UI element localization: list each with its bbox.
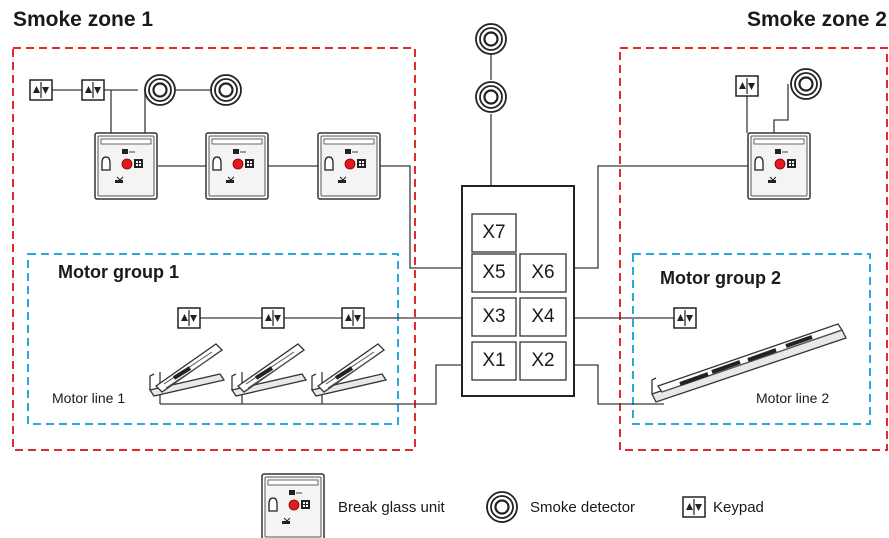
- port-label-x7: X7: [482, 222, 506, 243]
- port-label-x4: X4: [531, 306, 555, 327]
- smoke-detector-icon: [474, 22, 508, 56]
- port-x6: [519, 253, 567, 293]
- keypad-icon: [177, 307, 201, 329]
- keypad-icon: [673, 307, 697, 329]
- port-x3: [471, 297, 517, 337]
- legend-keypad: Keypad: [713, 499, 764, 516]
- window-motor-icon: [230, 342, 308, 398]
- break-glass-unit-icon: [317, 132, 381, 200]
- smoke-zone-2-border: [619, 47, 888, 451]
- legend-break-glass-unit: Break glass unit: [338, 499, 445, 516]
- break-glass-unit-icon: [205, 132, 269, 200]
- break-glass-unit-icon: [94, 132, 158, 200]
- port-x2: [519, 341, 567, 381]
- port-label-x5: X5: [482, 262, 506, 283]
- motor-group-2-title: Motor group 2: [660, 268, 781, 288]
- smoke-zone-1-border: [12, 47, 416, 451]
- smoke-detector-icon: [474, 80, 508, 114]
- port-label-x2: X2: [531, 350, 555, 371]
- break-glass-unit-icon: [261, 473, 325, 538]
- smoke-detector-icon: [143, 73, 177, 107]
- port-label-x6: X6: [531, 262, 555, 283]
- smoke-detector-icon: [209, 73, 243, 107]
- port-x4: [519, 297, 567, 337]
- break-glass-unit-icon: [747, 132, 811, 200]
- control-panel-ports: [471, 213, 567, 381]
- smoke-zone-1-title: Smoke zone 1: [13, 8, 154, 31]
- keypad-icon: [735, 75, 759, 97]
- keypad-icon: [682, 496, 706, 518]
- smoke-detector-icon: [485, 490, 519, 524]
- motor-group-1-border: [27, 253, 399, 425]
- keypad-icon: [29, 79, 53, 101]
- port-x5: [471, 253, 517, 293]
- window-motor-icon: [310, 342, 388, 398]
- motor-group-2-border: [632, 253, 871, 425]
- legend-smoke-detector: Smoke detector: [530, 499, 636, 516]
- port-x7: [471, 213, 517, 253]
- wiring: [52, 54, 789, 405]
- keypad-icon: [81, 79, 105, 101]
- port-x1: [471, 341, 517, 381]
- smoke-zone-2-title: Smoke zone 2: [746, 8, 887, 31]
- window-motor-icon: [651, 323, 847, 403]
- keypad-icon: [341, 307, 365, 329]
- port-label-x1: X1: [482, 350, 506, 371]
- smoke-detector-icon: [789, 67, 823, 101]
- port-label-x3: X3: [482, 306, 506, 327]
- keypad-icon: [261, 307, 285, 329]
- motor-line-2-label: Motor line 2: [756, 390, 830, 406]
- motor-group-1-title: Motor group 1: [58, 262, 179, 282]
- window-motor-icon: [148, 342, 226, 398]
- motor-line-1-label: Motor line 1: [52, 390, 126, 406]
